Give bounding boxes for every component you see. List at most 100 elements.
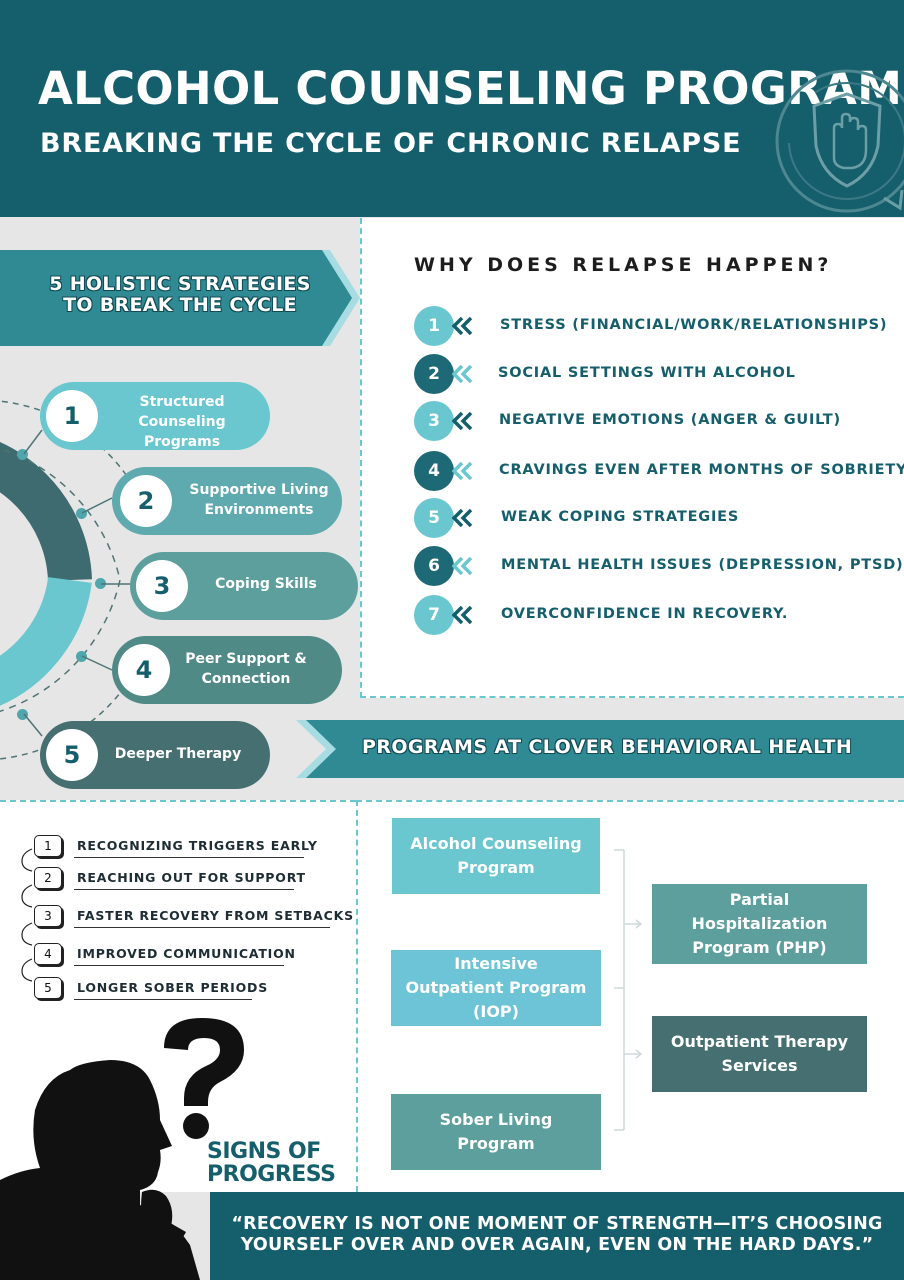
strategy-3: 3 Coping Skills (130, 552, 358, 620)
program-connectors (614, 849, 643, 1131)
double-chevron-left-icon (452, 557, 473, 575)
sign-underline (74, 999, 252, 1000)
sign-number: 5 (34, 977, 62, 999)
sign-item-3: 3 FASTER RECOVERY FROM SETBACKS (34, 905, 354, 929)
sign-number: 1 (34, 835, 62, 857)
program-line1: Sober Living (439, 1110, 553, 1129)
arc-node-4 (76, 651, 87, 662)
strategy-2: 2 Supportive Living Environments (112, 467, 342, 535)
relapse-item-5: 5 WEAK COPING STRATEGIES (414, 498, 884, 538)
strategies-banner-line1: 5 HOLISTIC STRATEGIES (49, 273, 311, 295)
double-chevron-left-icon (452, 412, 473, 430)
page-title: ALCOHOL COUNSELING PROGRAM (38, 62, 903, 115)
sign-number: 4 (34, 943, 62, 965)
signs-bracket-connectors (21, 848, 33, 982)
relapse-number: 5 (414, 498, 454, 538)
quote: “RECOVERY IS NOT ONE MOMENT OF STRENGTH—… (210, 1214, 904, 1256)
program-line1: Intensive (454, 954, 538, 973)
strategy-label-line2: Connection (201, 671, 291, 687)
double-chevron-left-icon (452, 509, 473, 527)
program-sober-living: Sober Living Program (391, 1094, 601, 1170)
program-line1: Outpatient Therapy (670, 1032, 849, 1051)
strategies-banner-line2: TO BREAK THE CYCLE (63, 294, 297, 316)
sign-text: IMPROVED COMMUNICATION (77, 946, 296, 961)
strategy-4: 4 Peer Support & Connection (112, 636, 342, 704)
sign-item-4: 4 IMPROVED COMMUNICATION (34, 943, 354, 967)
relapse-number: 4 (414, 451, 454, 491)
sign-text: LONGER SOBER PERIODS (77, 980, 269, 995)
relapse-item-6: 6 MENTAL HEALTH ISSUES (DEPRESSION, PTSD… (414, 546, 903, 586)
program-line2: Services (721, 1056, 798, 1075)
sign-underline (74, 889, 294, 890)
relapse-item-2: 2 SOCIAL SETTINGS WITH ALCOHOL (414, 354, 884, 394)
relapse-item-3: 3 NEGATIVE EMOTIONS (ANGER & GUILT) (414, 401, 884, 441)
arc-node-1 (17, 449, 28, 460)
sign-underline (74, 965, 284, 966)
strategies-banner-title: 5 HOLISTIC STRATEGIES TO BREAK THE CYCLE (30, 274, 330, 316)
sign-item-5: 5 LONGER SOBER PERIODS (34, 977, 354, 1001)
relapse-item-7: 7 OVERCONFIDENCE IN RECOVERY. (414, 595, 884, 635)
program-php: Partial Hospitalization Program (PHP) (652, 884, 867, 964)
program-line3: (IOP) (473, 1002, 519, 1021)
strategy-number: 1 (46, 390, 98, 442)
sign-text: RECOGNIZING TRIGGERS EARLY (77, 838, 318, 853)
thinking-person-silhouette (0, 1060, 200, 1280)
relapse-text: STRESS (FINANCIAL/WORK/RELATIONSHIPS) (500, 317, 888, 333)
relapse-number: 3 (414, 401, 454, 441)
program-line2: Program (457, 1134, 535, 1153)
quote-line1: “RECOVERY IS NOT ONE MOMENT OF STRENGTH—… (231, 1214, 883, 1234)
sign-item-1: 1 RECOGNIZING TRIGGERS EARLY (34, 835, 354, 859)
sign-text: REACHING OUT FOR SUPPORT (77, 870, 306, 885)
strategy-label-line1: Structured (139, 394, 225, 410)
double-chevron-left-icon (452, 606, 473, 624)
sign-underline (74, 927, 330, 928)
relapse-number: 6 (414, 546, 454, 586)
relapse-number: 2 (414, 354, 454, 394)
strategies-banner (0, 250, 360, 346)
program-outpatient-therapy: Outpatient Therapy Services (652, 1016, 867, 1092)
program-line1: Alcohol Counseling (410, 834, 582, 853)
relapse-text: WEAK COPING STRATEGIES (501, 509, 740, 525)
strategy-5: 5 Deeper Therapy (40, 721, 270, 789)
strategy-label-line1: Supportive Living (189, 482, 329, 498)
program-line3: Program (PHP) (692, 938, 827, 957)
sign-underline (74, 857, 304, 858)
program-line2: Program (457, 858, 535, 877)
double-chevron-left-icon (452, 317, 473, 335)
relapse-number: 1 (414, 306, 454, 346)
strategy-number: 5 (46, 729, 98, 781)
strategy-label: Deeper Therapy (114, 746, 242, 762)
program-line2: Outpatient Program (405, 978, 587, 997)
arc-connectors (23, 429, 130, 737)
question-mark-icon (164, 1018, 244, 1139)
program-alcohol-counseling: Alcohol Counseling Program (392, 818, 600, 894)
relapse-number: 7 (414, 595, 454, 635)
hand-shield-icon (775, 69, 904, 213)
signs-title: SIGNS OF PROGRESS (207, 1140, 336, 1186)
header (0, 0, 904, 217)
strategy-1: 1 Structured Counseling Programs (40, 382, 270, 450)
sign-number: 2 (34, 867, 62, 889)
strategy-label-line2: Environments (204, 502, 314, 518)
relapse-text: MENTAL HEALTH ISSUES (DEPRESSION, PTSD) (501, 557, 904, 573)
quote-line2: YOURSELF OVER AND OVER AGAIN, EVEN ON TH… (240, 1235, 874, 1255)
strategy-label: Supportive Living Environments (182, 480, 336, 520)
double-chevron-left-icon (452, 365, 473, 383)
sign-text: FASTER RECOVERY FROM SETBACKS (77, 908, 354, 923)
strategy-number: 2 (120, 475, 172, 527)
strategy-label: Structured Counseling Programs (102, 392, 262, 452)
relapse-text: CRAVINGS EVEN AFTER MONTHS OF SOBRIETY (499, 462, 904, 478)
strategy-number: 3 (136, 560, 188, 612)
relapse-item-1: 1 STRESS (FINANCIAL/WORK/RELATIONSHIPS) (414, 306, 888, 346)
relapse-title: WHY DOES RELAPSE HAPPEN? (414, 254, 833, 276)
sign-number: 3 (34, 905, 62, 927)
relapse-text: NEGATIVE EMOTIONS (ANGER & GUILT) (499, 412, 841, 428)
page-subtitle: BREAKING THE CYCLE OF CHRONIC RELAPSE (40, 128, 742, 159)
strategy-label: Coping Skills (215, 576, 317, 592)
strategy-label-line1: Peer Support & (185, 651, 307, 667)
program-line1: Partial (729, 890, 790, 909)
signs-title-line1: SIGNS OF (207, 1139, 321, 1164)
programs-banner-title: PROGRAMS AT CLOVER BEHAVIORAL HEALTH (362, 736, 853, 758)
arc-node-2 (76, 508, 87, 519)
program-line2: Hospitalization (691, 914, 828, 933)
